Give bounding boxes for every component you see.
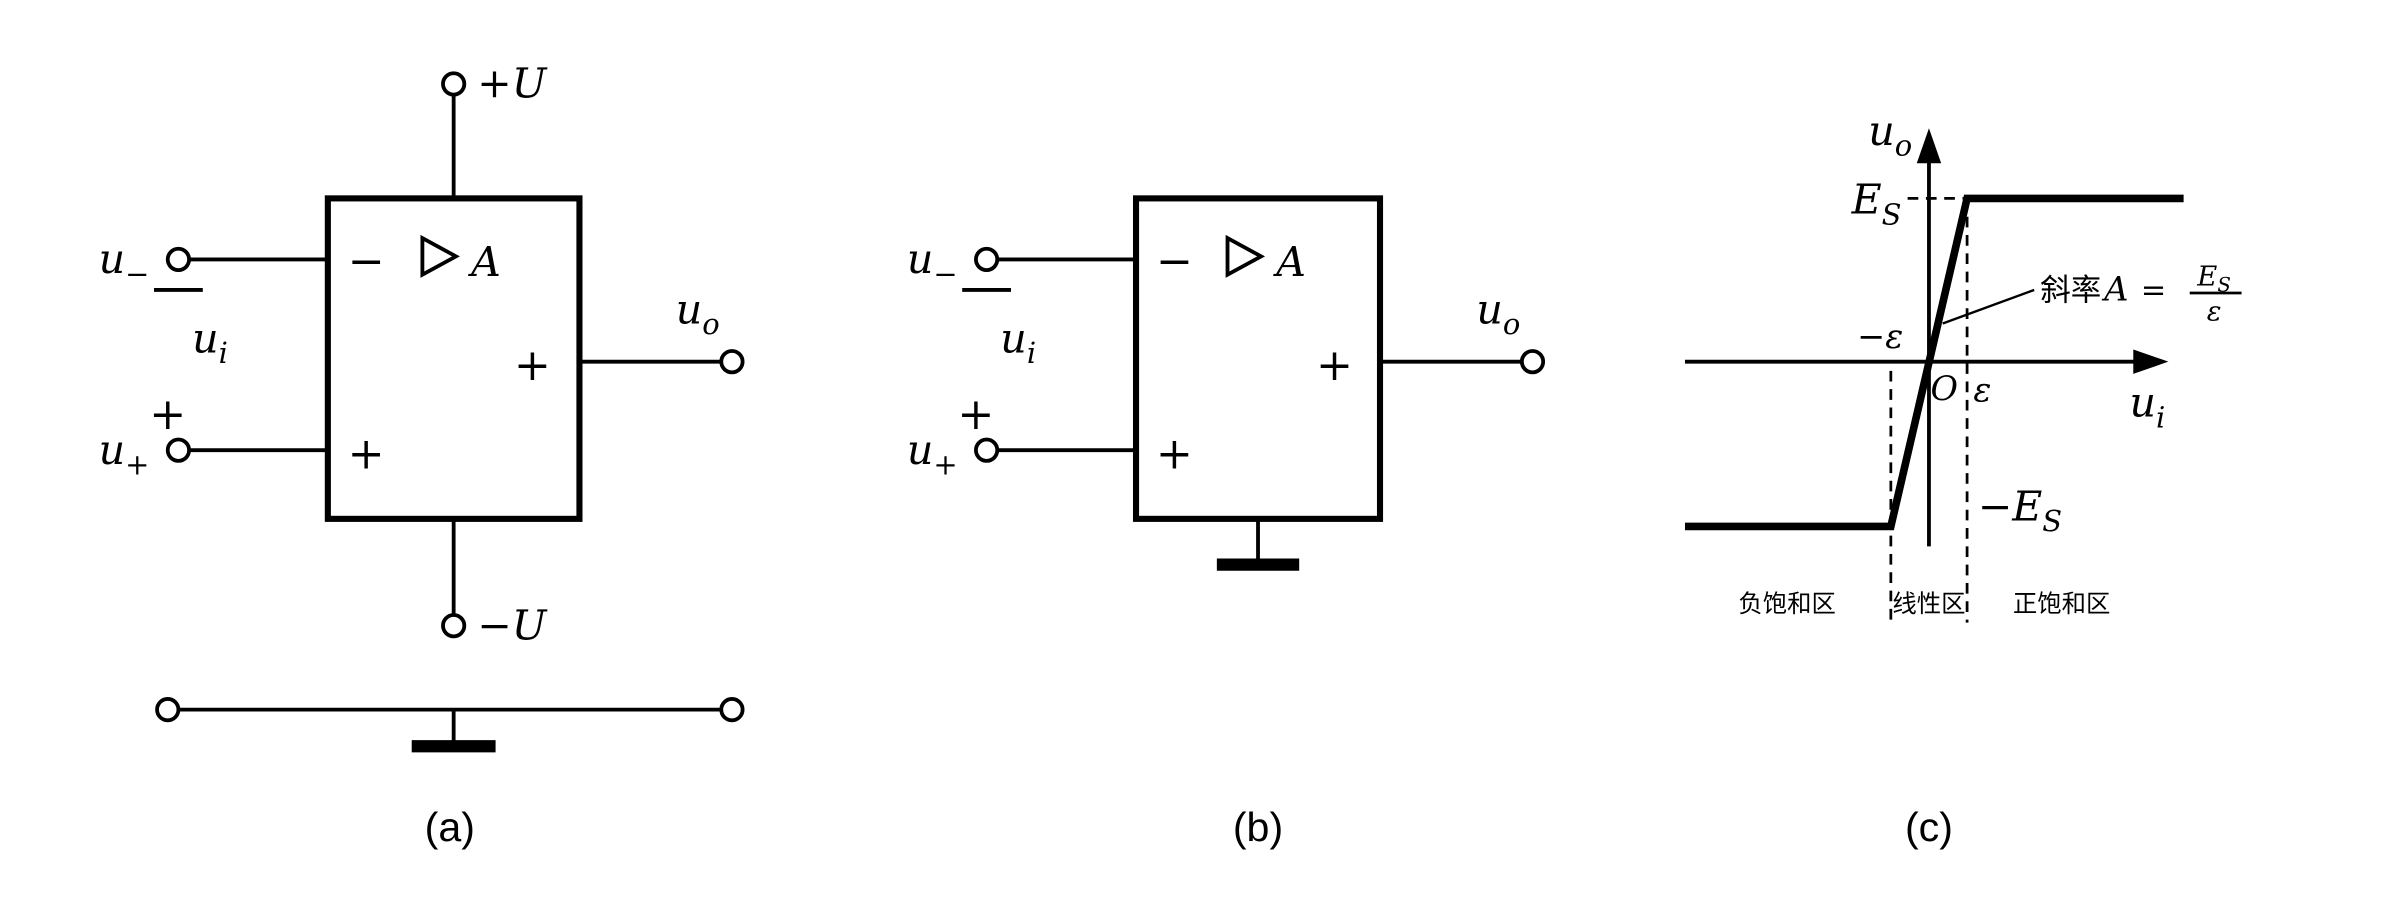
region-linear-label: 线性区 [1892,589,1965,618]
output-sign: + [1316,340,1353,391]
noninverting-sign: + [1156,428,1193,479]
input-voltage-label: ui [192,315,228,371]
slope-pointer-line [1942,288,2035,325]
rail-right-terminal-icon [719,697,745,723]
gain-label: A [467,238,501,286]
slope-fraction-numerator: ES [2196,261,2231,296]
origin-label: O [1930,369,1958,408]
inverting-sign: − [1156,236,1193,287]
amp-triangle-icon [420,234,460,278]
u-minus-label: u− [907,235,958,291]
x-axis-arrow-icon [2133,349,2169,374]
slope-fraction-denominator: ε [2207,296,2222,327]
opamp-circuit-a: +U u− ui + u+ − A + + uo −U (a) [99,60,745,850]
output-sign: + [514,340,551,391]
rail-left-terminal-icon [155,697,181,723]
u-plus-label: u+ [907,426,958,482]
region-pos-saturation-label: 正饱和区 [2013,589,2111,618]
input-voltage-label: ui [1000,315,1036,371]
pos-supply-label: +U [477,60,547,108]
amp-triangle-icon [1225,234,1266,278]
y-axis-arrow-icon [1916,128,1942,164]
x-axis-label: ui [2130,379,2166,435]
noninverting-sign: + [348,428,385,479]
u-minus-label: u− [99,235,150,291]
gain-label: A [1272,238,1306,286]
u-out-label: uo [1476,286,1520,342]
region-neg-saturation-label: 负饱和区 [1738,589,1836,618]
inverting-input-terminal-icon [974,246,1000,273]
plus-polarity-mark: + [957,389,994,440]
neg-epsilon-label: −ε [1857,317,1903,356]
caption-a: (a) [425,804,475,850]
y-axis-label: uo [1868,107,1912,163]
transfer-curve [1684,194,2184,531]
neg-sat-label: −ES [1978,482,2062,538]
opamp-body [324,195,583,522]
neg-supply-label: −U [477,601,547,649]
opamp-body [1132,195,1384,522]
u-plus-label: u+ [99,426,150,482]
output-terminal-icon [719,349,745,375]
noninverting-input-terminal-icon [974,437,1000,463]
epsilon-label: ε [1973,370,1991,409]
inverting-sign: − [348,236,385,287]
neg-supply-terminal-icon [441,613,467,639]
output-terminal-icon [1519,349,1546,375]
inverting-input-terminal-icon [165,246,191,273]
opamp-circuit-b: u− ui + u+ − A + + uo (b) [907,195,1546,850]
caption-b: (b) [1233,804,1283,850]
noninverting-input-terminal-icon [165,437,191,463]
plus-polarity-mark: + [149,389,186,440]
caption-c: (c) [1905,804,1953,850]
pos-supply-terminal-icon [441,71,467,97]
pos-sat-label: ES [1851,176,1902,232]
u-out-label: uo [676,286,720,342]
